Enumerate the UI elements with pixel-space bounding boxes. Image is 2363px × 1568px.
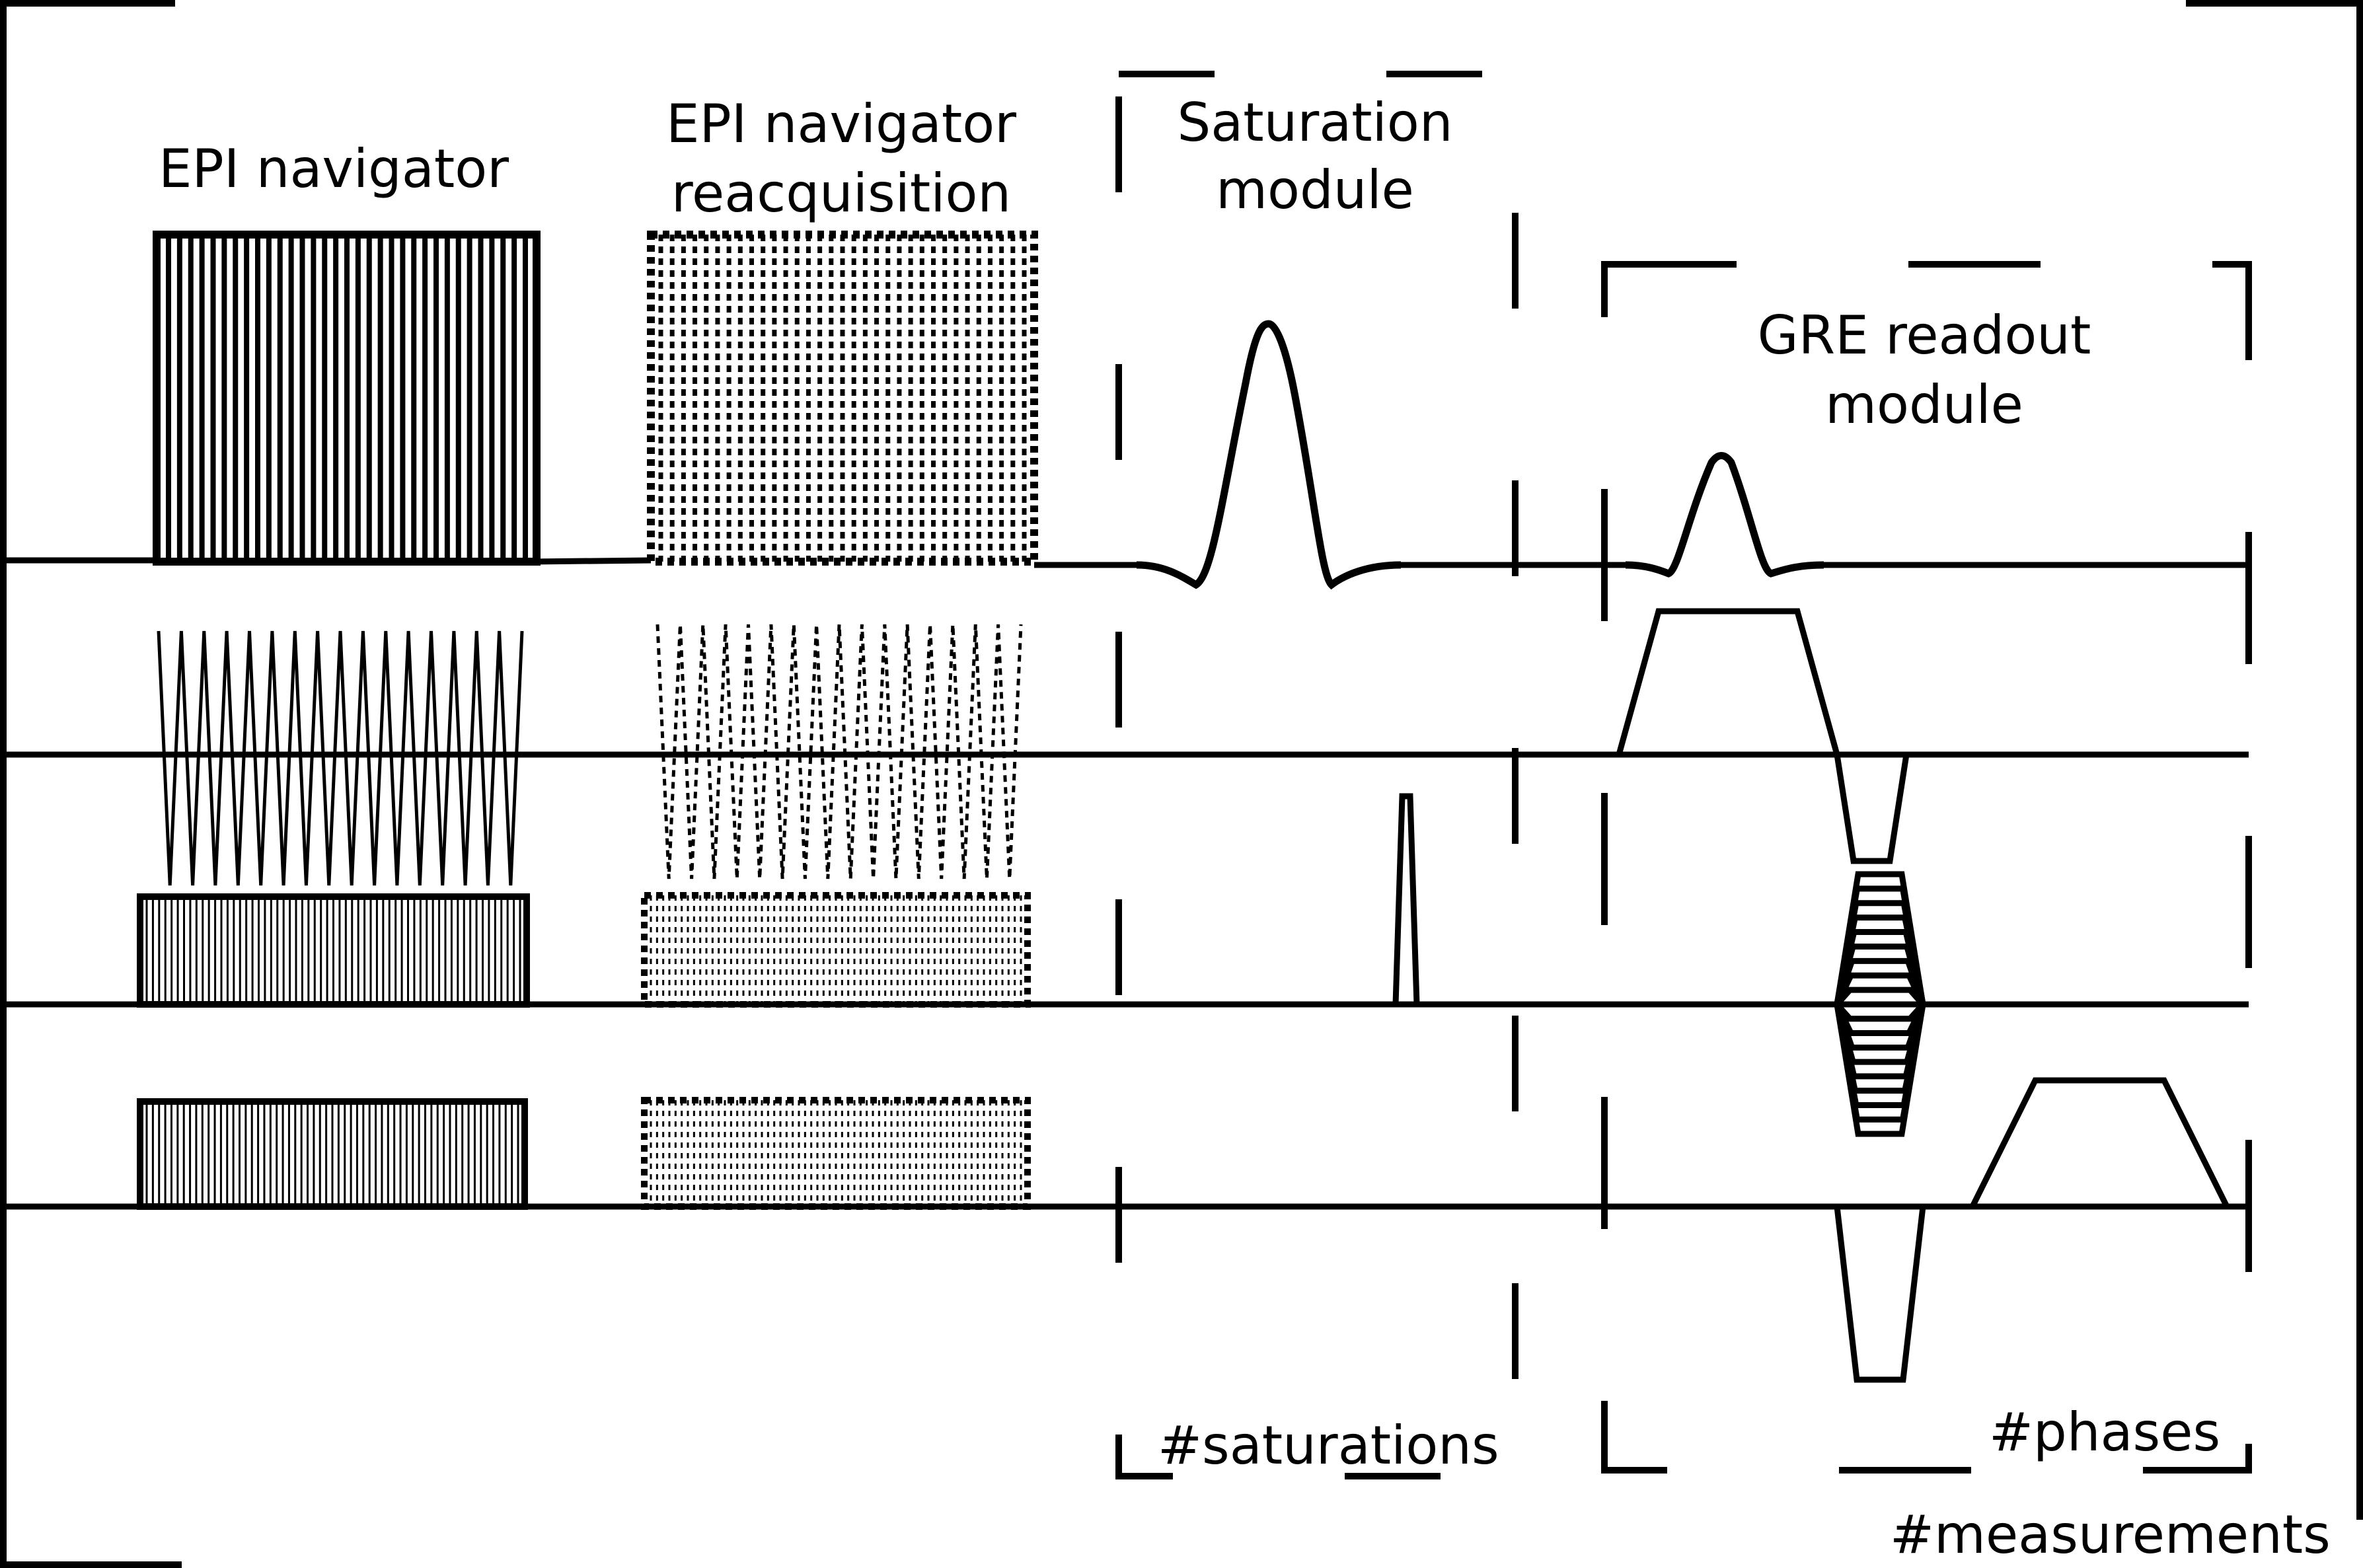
epi-navigator-gradient-3-block <box>137 1098 528 1210</box>
saturation-module <box>1115 71 1519 1479</box>
saturation-label-line1: Saturation <box>1177 92 1452 153</box>
phase-encode-step <box>1834 1004 1926 1137</box>
epi-reacquisition-readout-zigzag <box>656 624 1023 879</box>
saturation-rf-pulse <box>1136 320 1402 590</box>
baselines <box>0 557 2249 1210</box>
epi-navigator-label: EPI navigator <box>159 138 509 200</box>
epi-navigator-gradient-2-block <box>137 893 530 1008</box>
phase-encode-step <box>1834 871 1926 1005</box>
epi-reacquisition-label-line2: reacquisition <box>671 163 1011 224</box>
rephasing-gradient <box>1834 754 1910 864</box>
epi-navigator-readout-zigzag <box>157 630 524 886</box>
gre-rf-pulse <box>1625 452 1824 578</box>
saturation-label-line2: module <box>1216 159 1414 221</box>
epi-reacquisition-gradient-2-block <box>641 892 1031 1008</box>
readout-gradient <box>1969 1077 2230 1209</box>
epi-reacquisition-rf-block <box>647 231 1038 566</box>
saturations-loop-label: #saturations <box>1158 1415 1499 1476</box>
gre-label-line2: module <box>1825 374 2023 435</box>
saturation-loop-box <box>1115 71 1519 1479</box>
slice-select-gradient <box>1616 608 1840 756</box>
epi-reacquisition-gradient-3-block <box>641 1097 1031 1210</box>
epi-navigator-rf-block <box>153 231 541 566</box>
spoiler-gradient <box>1392 793 1420 1008</box>
phase-encode-gradient-table <box>1834 871 1926 1137</box>
readout-prephaser-gradient <box>1834 1206 1926 1383</box>
phases-loop-label: #phases <box>1989 1401 2220 1463</box>
epi-reacquisition-label-line1: EPI navigator <box>666 93 1016 155</box>
phases-loop-box <box>1601 261 2252 1474</box>
gre-readout-module <box>1601 261 2252 1474</box>
gre-label-line1: GRE readout <box>1758 305 2091 366</box>
measurements-loop-label: #measurements <box>1890 1504 2331 1565</box>
